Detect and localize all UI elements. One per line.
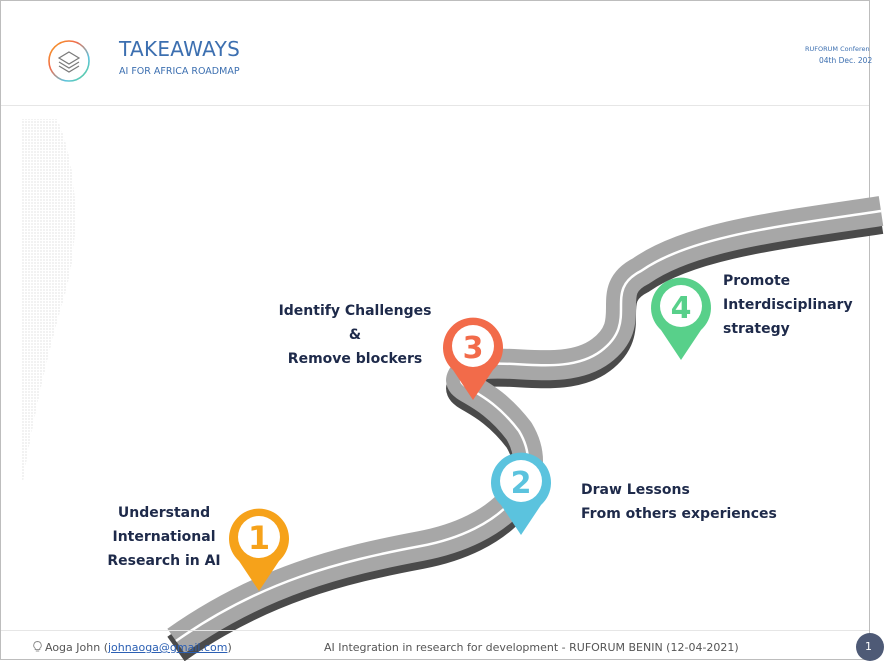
milestone-4-line-1: Promote: [723, 273, 791, 289]
milestone-1-line-1: Understand: [117, 505, 211, 521]
author-name: Aoga John (: [45, 641, 108, 654]
milestone-2-line-2: From others experiences: [581, 506, 777, 522]
milestone-number-4: 4: [671, 291, 692, 326]
milestone-3-line-3: Remove blockers: [287, 351, 423, 367]
milestone-pin-2: 2: [491, 452, 551, 535]
milestone-4-line-3: strategy: [723, 321, 790, 337]
footer-event: AI Integration in research for developme…: [324, 641, 739, 654]
milestone-number-3: 3: [463, 331, 484, 366]
milestone-number-1: 1: [248, 519, 270, 557]
milestone-3-line-2: &: [348, 327, 362, 343]
conference-date: 04th Dec. 202: [819, 56, 873, 65]
conference-name: RUFORUM Conferen: [805, 45, 870, 53]
slide-title: TAKEAWAYS: [119, 37, 241, 61]
author-suffix: ): [227, 641, 232, 654]
dotted-decoration: [21, 119, 76, 481]
milestone-2-line-1: Draw Lessons: [581, 482, 690, 498]
milestone-4-line-2: Interdisciplinary: [723, 297, 853, 313]
slide-footer: Aoga John (johnaoga@gmail.com) AI Integr…: [1, 630, 884, 661]
layers-logo-icon: [48, 40, 90, 82]
slide-header: TAKEAWAYS AI FOR AFRICA ROADMAP RUFORUM …: [1, 1, 873, 106]
milestone-pin-1: 1: [229, 508, 289, 591]
slide-subtitle: AI FOR AFRICA ROADMAP: [119, 66, 240, 77]
milestone-label-4: Promote Interdisciplinary strategy: [723, 269, 853, 341]
author-email-link[interactable]: johnaoga@gmail.com: [108, 641, 228, 654]
milestone-pin-3: 3: [443, 317, 503, 400]
milestone-label-3: Identify Challenges & Remove blockers: [263, 299, 447, 371]
milestone-number-2: 2: [511, 466, 532, 501]
milestone-1-line-3: Research in AI: [107, 553, 221, 569]
milestone-label-1: Understand International Research in AI: [89, 501, 239, 573]
milestone-label-2: Draw Lessons From others experiences: [581, 478, 777, 526]
milestone-1-line-2: International: [112, 529, 216, 545]
milestone-pin-4: 4: [651, 277, 711, 360]
milestone-3-line-1: Identify Challenges: [278, 303, 432, 319]
page-number-badge: 1: [856, 633, 884, 661]
footer-author: Aoga John (johnaoga@gmail.com): [33, 641, 232, 654]
lightbulb-icon: [33, 641, 42, 652]
page-number: 1: [865, 640, 872, 653]
